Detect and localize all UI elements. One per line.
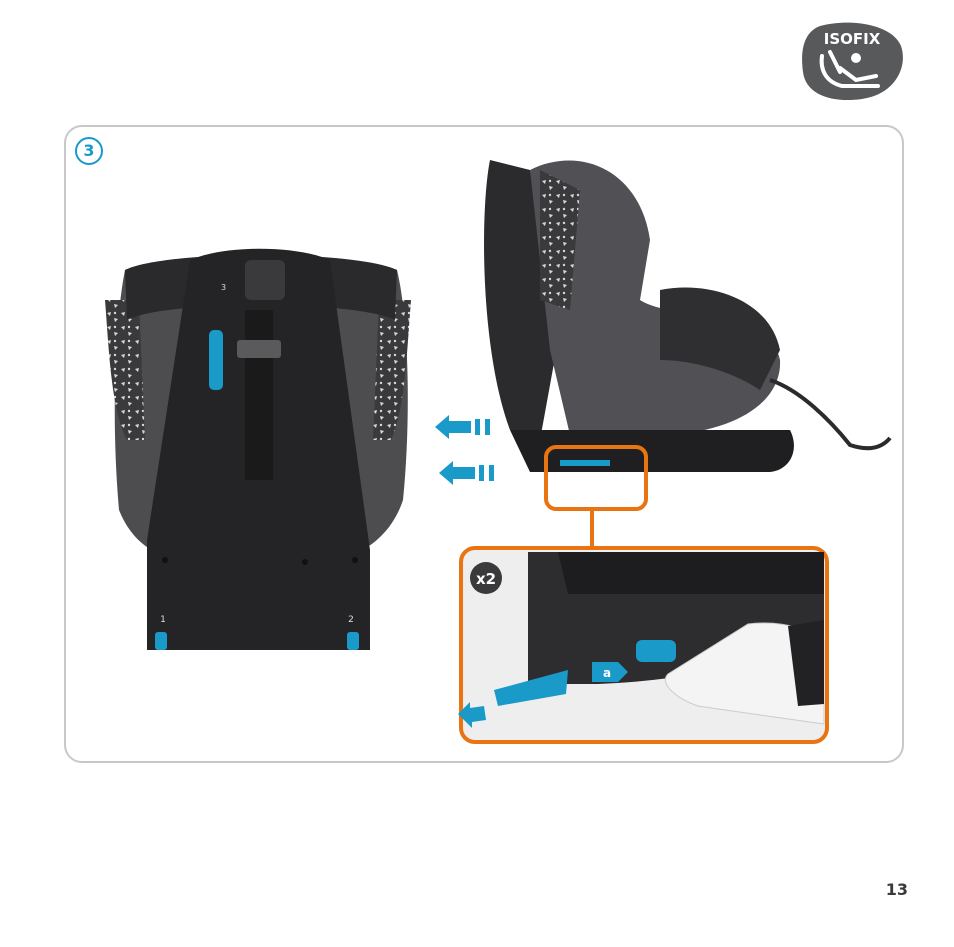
isofix-logo: ISOFIX [800,20,905,102]
release-button [636,640,676,662]
isofix-connector-left [155,632,167,650]
release-handle [209,330,223,390]
page-number: 13 [886,880,908,899]
fabric-print-left [105,300,145,440]
step-number-badge: 3 [75,137,103,165]
back-mini-label: 3 [221,283,226,292]
belt-guide [245,260,285,300]
isofix-label-1: 1 [160,615,166,625]
seat-back-view: 3 1 2 [105,240,415,660]
arrow-left-icon [435,415,471,439]
seat-side-view [470,150,900,490]
zoom-source-box [546,447,646,509]
zoom-callout: x2 a [458,444,830,746]
isofix-connector-right [347,632,359,650]
multiplier-text: x2 [476,570,496,588]
isofix-label-2: 2 [348,615,354,625]
callout-a-text: a [603,666,611,680]
isofix-logo-text: ISOFIX [824,30,881,48]
